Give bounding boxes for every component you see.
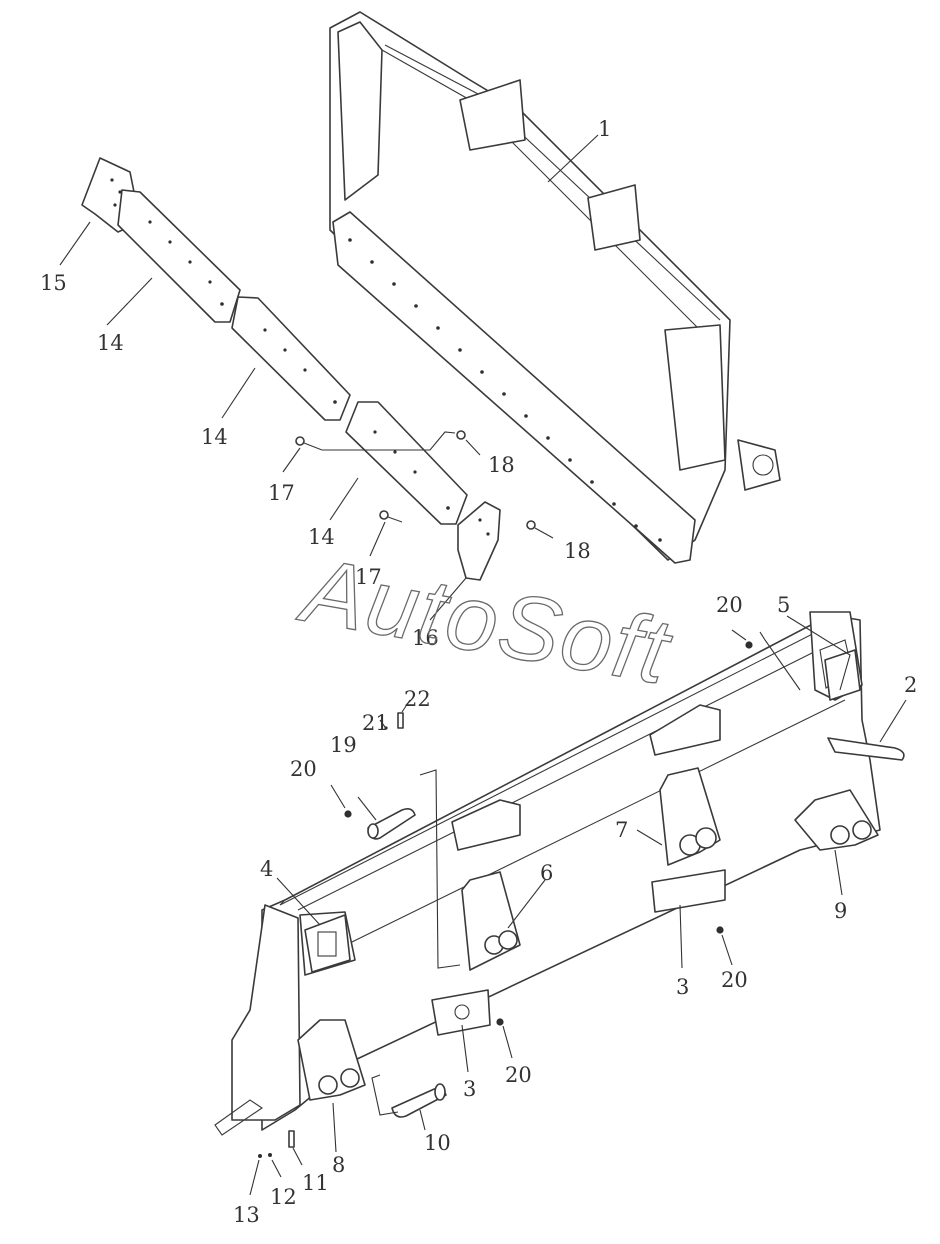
block-5: [824, 649, 861, 701]
callout-17-upper: 17: [268, 481, 295, 505]
pin-11: [288, 1130, 295, 1148]
fitting-20-bottom: [496, 1018, 504, 1026]
callout-1: 1: [598, 117, 611, 141]
pin-2: [827, 737, 905, 761]
cutting-edge-2: [231, 296, 351, 421]
leader-lines: [59, 134, 907, 1196]
callout-9: 9: [834, 899, 847, 923]
callout-4: 4: [260, 857, 273, 881]
fitting-20-left: [344, 810, 352, 818]
bracket-8: [297, 1019, 366, 1101]
bracket-9: [794, 789, 879, 851]
callout-16: 16: [412, 626, 439, 650]
callout-21: 21: [362, 711, 389, 735]
end-bit-right: [457, 501, 501, 581]
callout-14-a: 14: [97, 331, 124, 355]
nut-18-upper: [456, 430, 466, 440]
callout-labels: 1 2 3 3 4 5 6 7 8 9 10 11 12 13 14 14 14…: [40, 117, 917, 1227]
callout-3-right: 3: [676, 975, 689, 999]
callout-2: 2: [904, 673, 917, 697]
plate-3-right: [651, 869, 726, 913]
callout-20-right: 20: [721, 968, 748, 992]
callout-18-upper: 18: [488, 453, 515, 477]
plate-3-left: [431, 989, 491, 1036]
pin-19: [367, 808, 416, 840]
callout-5: 5: [777, 593, 790, 617]
bracket-7: [659, 767, 721, 866]
callout-11: 11: [302, 1171, 329, 1195]
callout-17-lower: 17: [355, 565, 382, 589]
callout-15: 15: [40, 271, 67, 295]
callout-20-bottom: 20: [505, 1063, 532, 1087]
cutting-edge-3: [345, 401, 468, 525]
callout-3-left: 3: [463, 1077, 476, 1101]
callout-19: 19: [330, 733, 357, 757]
cutting-edge-1: [117, 189, 241, 323]
callout-6: 6: [540, 861, 553, 885]
block-4: [304, 914, 351, 973]
callout-10: 10: [424, 1131, 451, 1155]
callout-13: 13: [233, 1203, 260, 1227]
callout-14-b: 14: [201, 425, 228, 449]
bucket-edge-holes: [348, 238, 662, 542]
callout-8: 8: [332, 1153, 345, 1177]
bolt-17-lower: [379, 510, 403, 523]
callout-22: 22: [404, 687, 431, 711]
callout-14-c: 14: [308, 525, 335, 549]
fitting-20-top: [745, 641, 753, 649]
callout-18-lower: 18: [564, 539, 591, 563]
bolt-13: [258, 1154, 262, 1158]
washer-12: [268, 1153, 272, 1157]
nut-18-lower: [526, 520, 536, 530]
pin-10: [391, 1083, 447, 1118]
callout-12: 12: [270, 1185, 297, 1209]
callout-20-top: 20: [716, 593, 743, 617]
pin-22: [397, 712, 404, 729]
bolt-17-upper: [295, 436, 323, 451]
bucket-assembly: [329, 11, 781, 564]
callout-7: 7: [615, 818, 628, 842]
clip-21: [384, 726, 388, 730]
callout-20-left: 20: [290, 757, 317, 781]
fitting-20-right: [716, 926, 724, 934]
bracket-6: [461, 871, 521, 971]
